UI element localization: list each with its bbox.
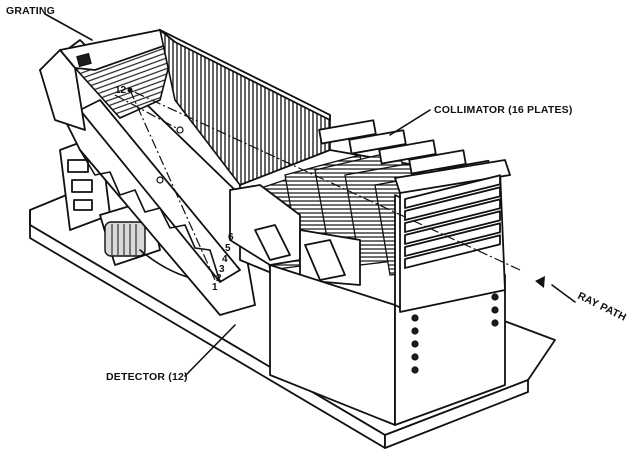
label-grating: GRATING <box>6 5 55 17</box>
leader-lines <box>44 13 576 377</box>
motor-coil <box>104 221 146 257</box>
grating-arm <box>39 39 256 316</box>
detector-number: 1 <box>212 282 218 293</box>
detector-number: 6 <box>228 232 234 243</box>
label-collimator: COLLIMATOR (16 PLATES) <box>434 104 573 116</box>
label-detector: DETECTOR (12) <box>106 371 188 383</box>
collimator-frame <box>229 184 361 286</box>
detector-number: 2 <box>216 273 222 284</box>
grating-number: 12 <box>115 85 127 96</box>
ray-arrow-icon <box>535 276 545 288</box>
detector-number: 3 <box>219 264 225 275</box>
front-plate-stack <box>404 174 501 374</box>
ray-path-lines <box>114 87 545 288</box>
label-ray-path: RAY PATH <box>576 290 629 324</box>
detector-scale: 6 5 4 3 2 1 12 <box>115 85 234 293</box>
grating-housing <box>39 29 177 131</box>
detector-number: 5 <box>225 243 231 254</box>
back-panel <box>158 28 331 186</box>
detector-number: 4 <box>222 254 228 265</box>
